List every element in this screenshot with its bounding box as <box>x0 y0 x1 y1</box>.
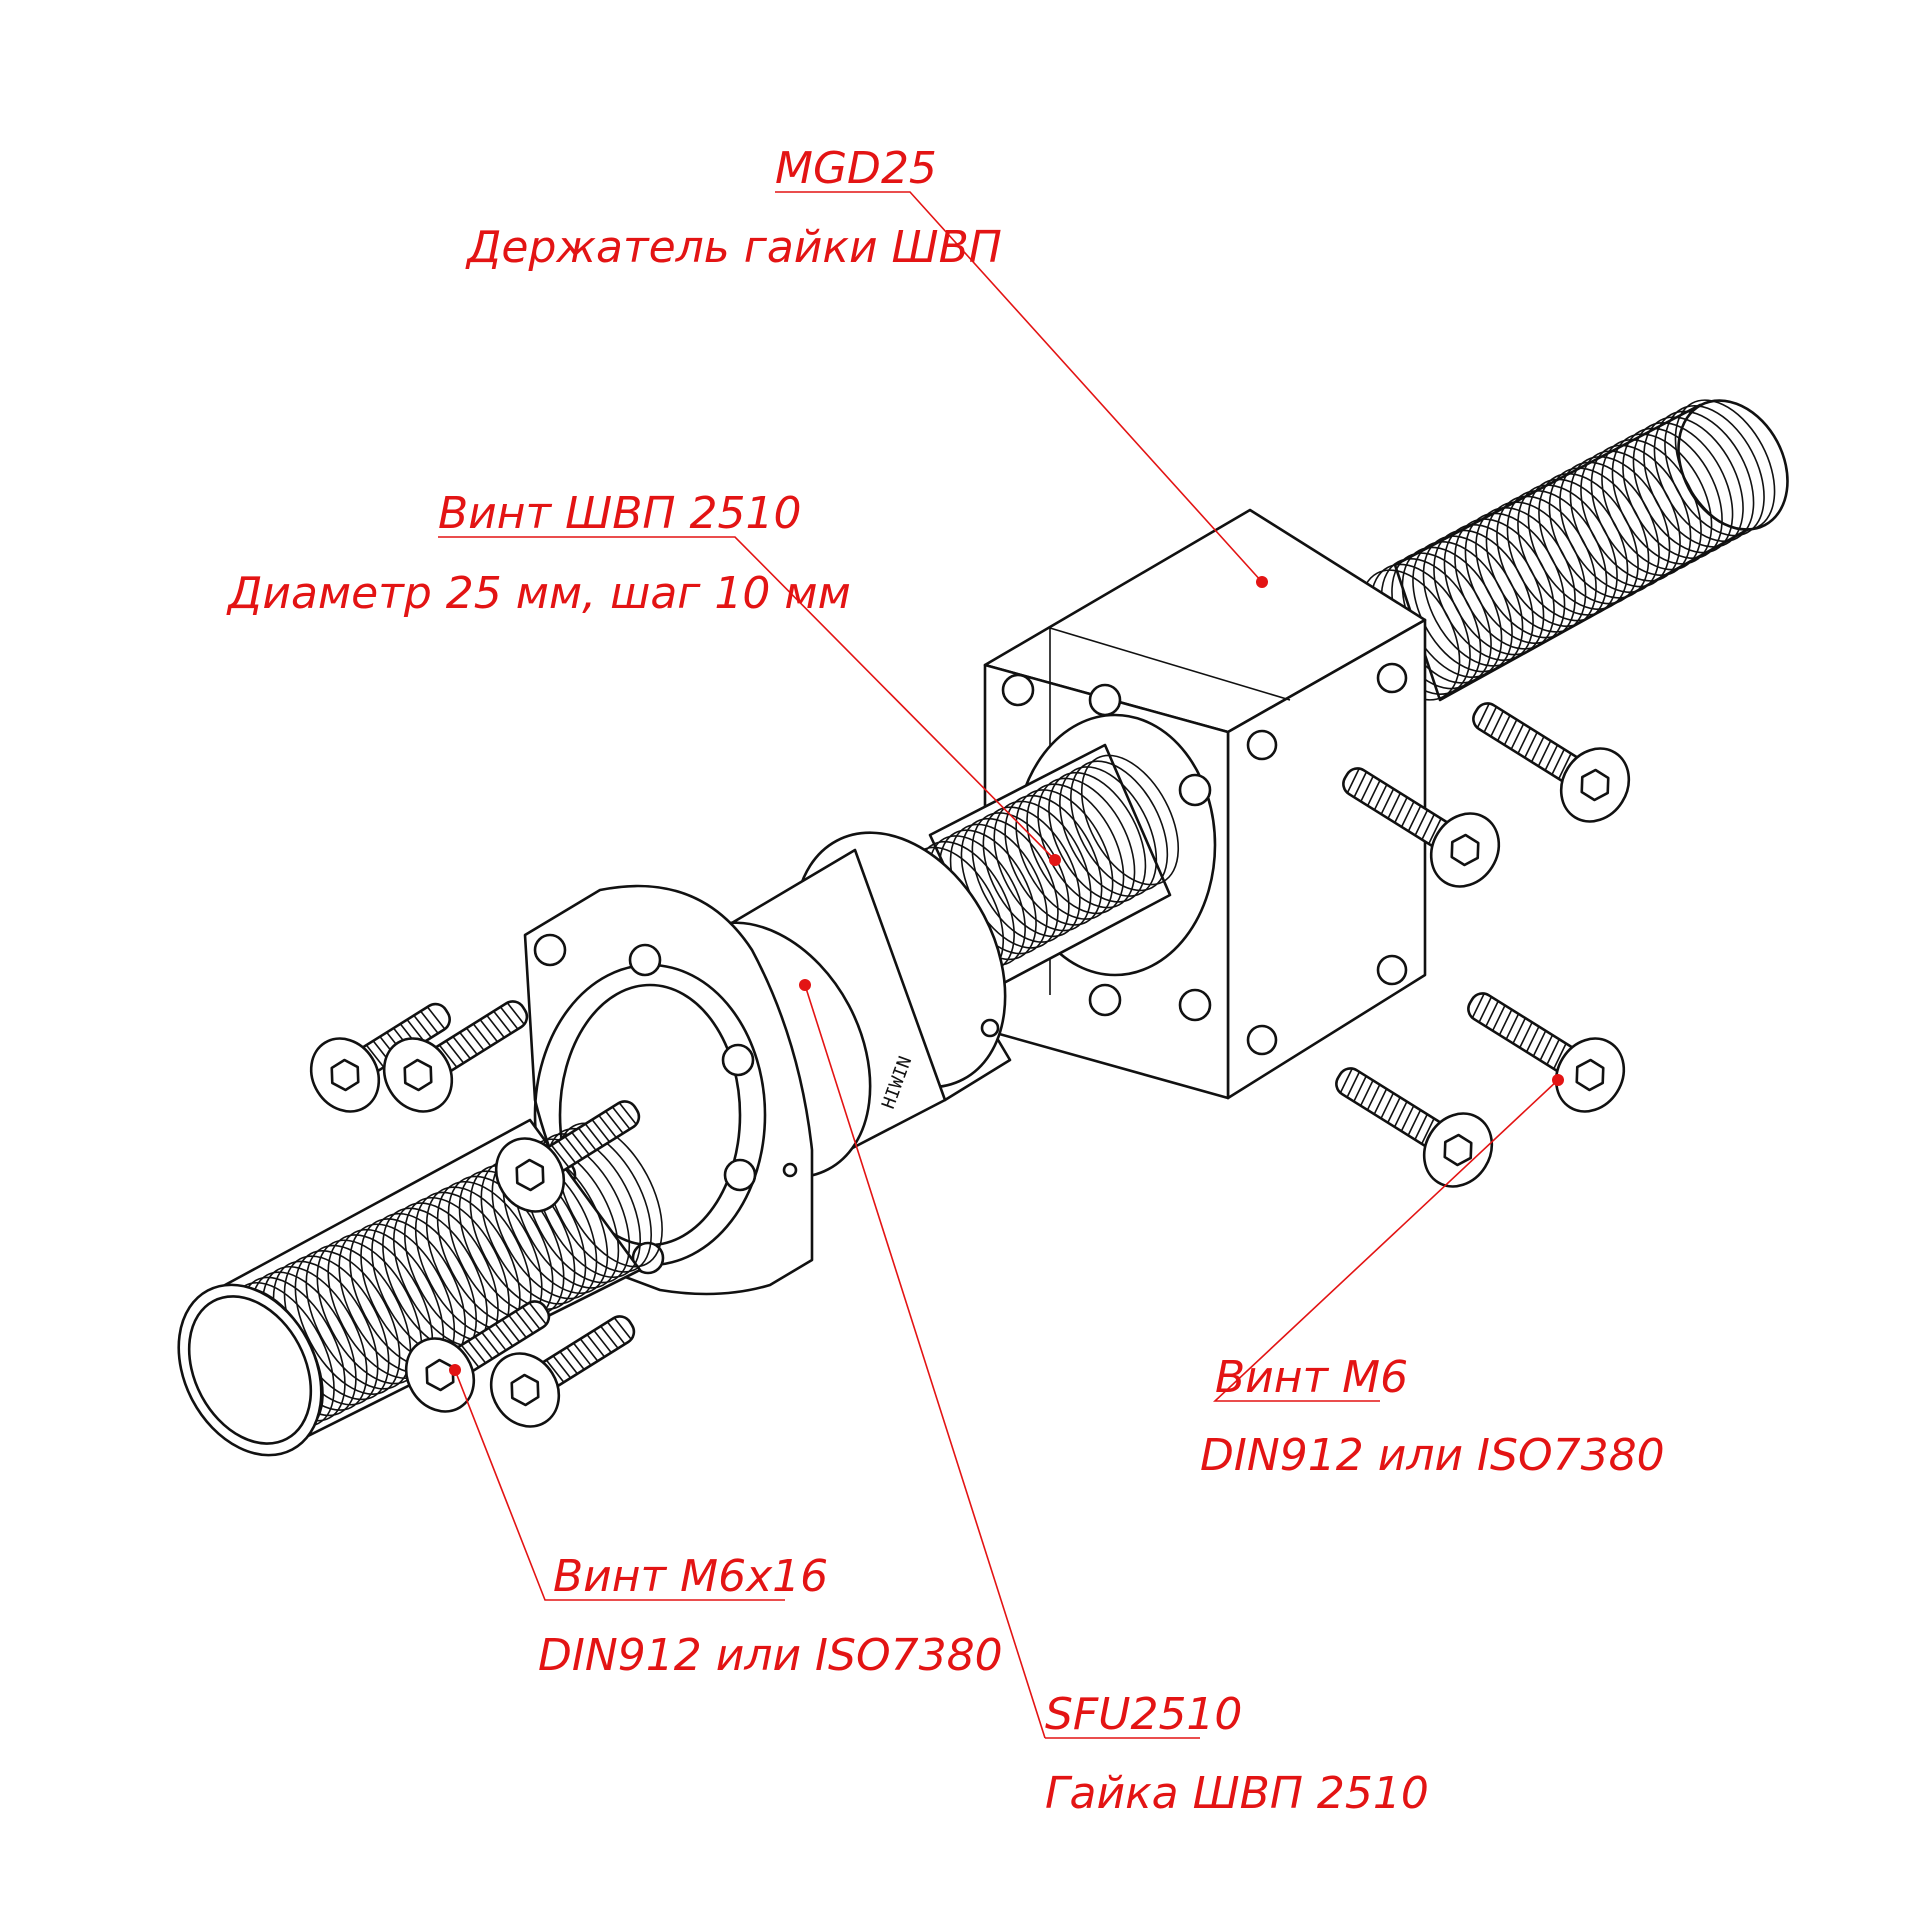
ball-nut: HIWIN <box>523 831 1012 1296</box>
holder-description: Держатель гайки ШВП <box>465 222 1002 273</box>
thread-ring <box>1059 766 1158 897</box>
thread-ring <box>557 1122 663 1268</box>
thread-ring <box>1674 399 1776 531</box>
thread-ring <box>1622 427 1723 559</box>
thread-ring <box>1643 416 1744 548</box>
callout-nut: SFU2510 Гайка ШВП 2510 <box>1045 1689 1429 1819</box>
thread-ring <box>1664 405 1765 537</box>
bolt-right-1 <box>1472 702 1631 823</box>
screw-code: Винт ШВП 2510 <box>438 488 801 539</box>
bolt-left-5 <box>489 1315 636 1428</box>
leader-lines <box>438 191 1564 1739</box>
thread-ring <box>316 1239 423 1385</box>
thread-ring <box>1015 789 1114 920</box>
thread-ring <box>982 806 1081 938</box>
bolt-left-3 <box>494 1100 641 1213</box>
bolt-right-description: DIN912 или ISO7380 <box>1200 1430 1665 1481</box>
thread-ring <box>469 1165 576 1310</box>
bolt-right-code: Винт М6 <box>1215 1352 1408 1403</box>
callout-screw: Винт ШВП 2510 Диаметр 25 мм, шаг 10 мм <box>226 488 851 619</box>
leader-dot-bolt-right <box>1552 1074 1564 1086</box>
thread-ring <box>1653 410 1755 542</box>
bolt-left-4 <box>404 1300 551 1413</box>
bolt-right-3 <box>1467 992 1626 1113</box>
thread-ring <box>1070 760 1169 892</box>
bolt-left-description: DIN912 или ISO7380 <box>538 1630 1003 1681</box>
thread-ring <box>1611 433 1713 565</box>
callout-bolt-right: Винт М6 DIN912 или ISO7380 <box>1200 1352 1665 1481</box>
bolt-right-2 <box>1342 767 1501 888</box>
thread-ring <box>1080 754 1180 886</box>
thread-ring <box>294 1250 401 1395</box>
shaft-end-face <box>177 1283 323 1457</box>
bolt-left-code: Винт М6х16 <box>553 1551 828 1602</box>
thread-ring <box>1048 771 1147 903</box>
thread-ring <box>546 1127 653 1273</box>
bolt-left-2 <box>382 1000 529 1113</box>
thread-ring <box>305 1244 412 1390</box>
thread-ring <box>1004 794 1103 926</box>
nut-description: Гайка ШВП 2510 <box>1045 1768 1429 1819</box>
leader-dot-screw <box>1049 854 1061 866</box>
thread-ring <box>993 800 1092 932</box>
callout-bolt-left: Винт М6х16 DIN912 или ISO7380 <box>538 1551 1003 1681</box>
leader-dot-bolt-left <box>449 1364 461 1376</box>
leader-dot-holder <box>1256 576 1268 588</box>
thread-ring <box>1026 783 1125 915</box>
leader-dot-nut <box>799 979 811 991</box>
nut-code: SFU2510 <box>1045 1689 1242 1740</box>
holder-code: MGD25 <box>775 143 937 194</box>
bolt-right-4 <box>1335 1067 1494 1188</box>
ball-screw-shaft-right <box>1359 399 1789 702</box>
screw-description: Диаметр 25 мм, шаг 10 мм <box>226 568 851 619</box>
thread-ring <box>1632 422 1734 554</box>
thread-ring <box>535 1133 642 1279</box>
callout-holder: MGD25 Держатель гайки ШВП <box>465 143 1002 273</box>
